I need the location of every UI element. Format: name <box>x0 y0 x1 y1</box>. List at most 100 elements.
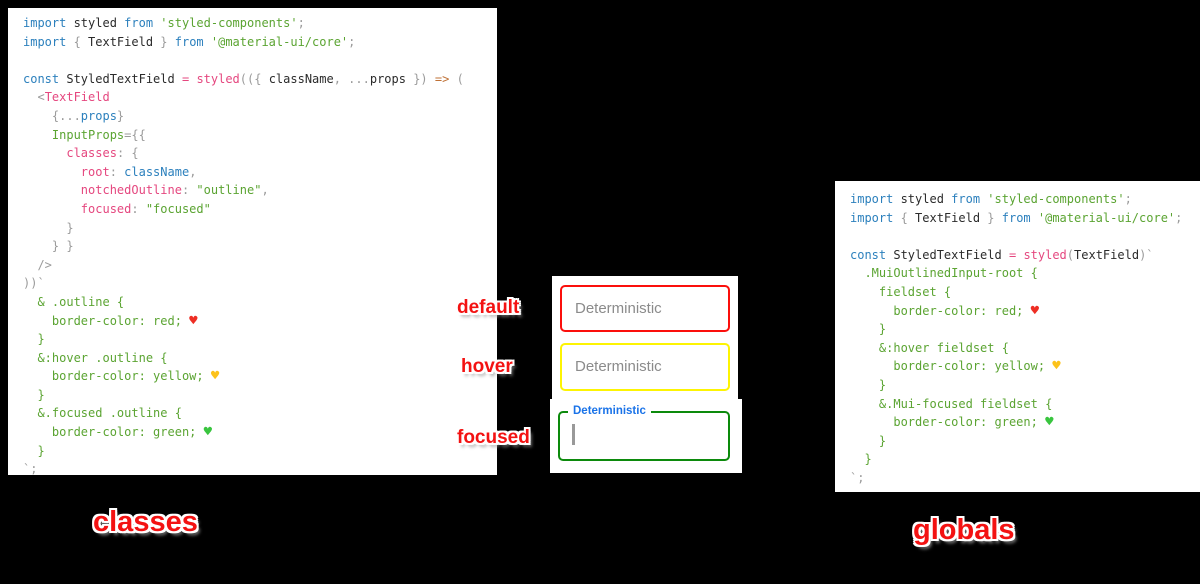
code-token: `; <box>23 462 38 475</box>
code-token: : <box>181 183 197 198</box>
code-token: < <box>23 90 45 105</box>
code-line: } <box>850 450 1200 469</box>
code-token: } <box>850 322 887 337</box>
code-token: , ... <box>333 71 370 86</box>
textfield-focused[interactable]: Deterministic <box>558 404 730 461</box>
code-token: "outline" <box>196 183 262 198</box>
code-line <box>23 51 497 70</box>
code-line: } <box>23 386 497 405</box>
code-token: } <box>980 210 1002 225</box>
code-token: /> <box>23 257 52 272</box>
code-token <box>23 202 81 216</box>
code-line: } <box>850 320 1200 339</box>
code-line: import { TextField } from '@material-ui/… <box>23 33 497 52</box>
code-token: TextField <box>915 210 981 225</box>
code-line: `; <box>850 469 1200 488</box>
code-token: root <box>80 164 110 179</box>
code-token: {... <box>23 108 81 123</box>
code-line: border-color: green; ♥ <box>23 423 497 442</box>
textfield-default[interactable]: Deterministic <box>560 285 730 332</box>
code-token: 'styled-components' <box>160 16 298 30</box>
section-label-classes: classes <box>93 506 198 538</box>
state-label-hover: hover <box>461 356 513 377</box>
code-token: fieldset { <box>850 284 952 299</box>
state-label-default: default <box>457 297 520 318</box>
code-token: '@material-ui/core' <box>1037 210 1176 225</box>
code-token: from <box>943 192 988 206</box>
code-token: styled <box>196 71 240 86</box>
textfield-hover-placeholder: Deterministic <box>575 358 662 375</box>
code-line: border-color: red; ♥ <box>850 302 1200 321</box>
code-token: , <box>261 183 269 198</box>
heart-icon: ♥ <box>203 424 213 441</box>
code-line: & .outline { <box>23 293 497 312</box>
code-line: &.focused .outline { <box>23 404 497 423</box>
textfield-hover[interactable]: Deterministic <box>560 343 730 391</box>
code-token: border-color: yellow; <box>23 369 211 384</box>
code-token: ( <box>449 71 464 86</box>
code-line: border-color: yellow; ♥ <box>23 367 497 386</box>
code-token: (({ <box>239 71 269 86</box>
code-token: props <box>369 71 406 86</box>
code-token: styled <box>73 16 117 30</box>
code-line: import styled from 'styled-components'; <box>23 14 497 33</box>
code-token: import <box>850 192 901 206</box>
code-token <box>23 146 66 160</box>
code-token: : { <box>116 146 139 161</box>
code-token: border-color: green; <box>23 425 204 440</box>
code-line <box>850 227 1200 246</box>
code-token: from <box>116 16 161 30</box>
code-token: ; <box>348 34 356 49</box>
code-token: const <box>23 71 67 86</box>
code-line: ))` <box>23 274 497 293</box>
code-line: .MuiOutlinedInput-root { <box>850 264 1200 283</box>
code-panel-classes: import styled from 'styled-components';i… <box>8 8 497 475</box>
code-token: import <box>850 210 901 225</box>
code-token: ( <box>1066 247 1075 262</box>
code-token: , <box>189 164 197 179</box>
code-token: = <box>1008 247 1017 262</box>
heart-icon: ♥ <box>1052 358 1061 375</box>
code-line: } <box>23 219 497 238</box>
code-token: border-color: green; <box>850 415 1046 430</box>
code-token: border-color: yellow; <box>850 359 1053 374</box>
code-line: root: className, <box>23 163 497 182</box>
code-line: import { TextField } from '@material-ui/… <box>850 209 1200 228</box>
code-token: }) <box>405 71 435 86</box>
code-token <box>175 72 182 86</box>
code-token: InputProps <box>51 127 125 142</box>
code-token: } <box>23 332 45 347</box>
code-token: import <box>23 34 74 49</box>
code-token: styled <box>1023 247 1067 262</box>
code-token: } <box>850 433 887 448</box>
code-line: &.Mui-focused fieldset { <box>850 395 1200 414</box>
code-token: '@material-ui/core' <box>210 34 349 49</box>
code-token: &.Mui-focused fieldset { <box>850 396 1053 411</box>
code-line: `; <box>23 460 497 475</box>
code-token: StyledTextField <box>66 71 175 86</box>
code-token <box>23 165 81 179</box>
code-token: } <box>850 377 887 392</box>
code-line: notchedOutline: "outline", <box>23 181 497 200</box>
code-token: &:hover fieldset { <box>850 340 1009 355</box>
heart-icon: ♥ <box>1045 414 1054 431</box>
text-cursor <box>572 424 575 445</box>
code-token: TextField <box>88 34 154 49</box>
code-line: &:hover fieldset { <box>850 339 1200 358</box>
code-token: styled <box>900 192 944 206</box>
code-line: {...props} <box>23 107 497 126</box>
code-token: { <box>900 210 916 225</box>
code-token: "focused" <box>145 201 211 216</box>
code-line: border-color: green; ♥ <box>850 413 1200 432</box>
code-token: ; <box>297 16 305 30</box>
code-line: border-color: red; ♥ <box>23 312 497 331</box>
code-token: } <box>153 34 175 49</box>
code-token: { <box>73 34 89 49</box>
code-line: /> <box>23 256 497 275</box>
code-token: border-color: red; <box>23 313 190 328</box>
code-token: } <box>23 387 45 402</box>
code-token: from <box>174 34 211 49</box>
code-token: ; <box>1175 210 1183 225</box>
code-line: classes: { <box>23 144 497 163</box>
code-token: notchedOutline <box>80 183 182 198</box>
